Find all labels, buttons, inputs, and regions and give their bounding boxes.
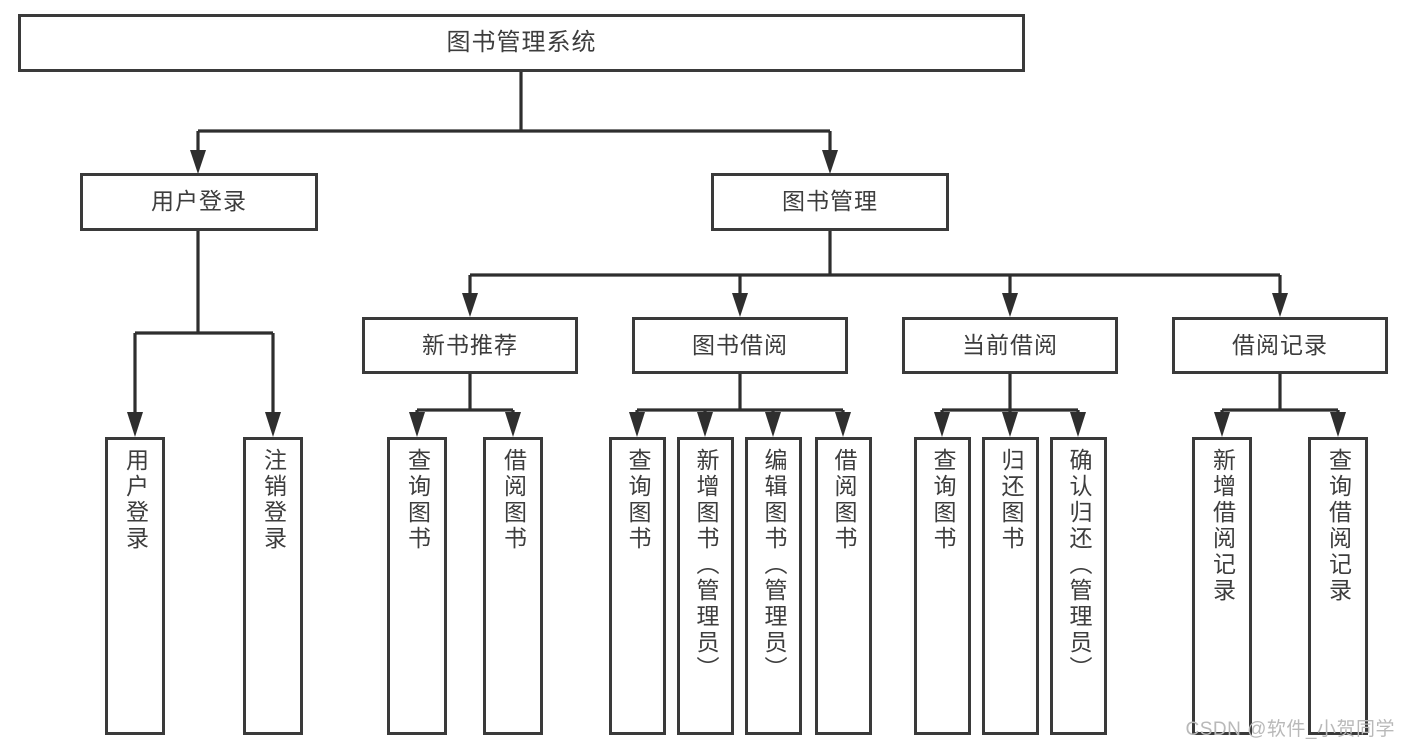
node-label: 借阅图书 [500, 448, 527, 552]
node-label: 图书借阅 [692, 331, 788, 358]
leaf-user-login[interactable]: 用户登录 [105, 437, 165, 735]
leaf-current-return-book[interactable]: 归还图书 [982, 437, 1039, 735]
node-label: 编辑图书（管理员） [761, 448, 787, 682]
node-label: 查询图书 [625, 448, 651, 552]
leaf-user-logout[interactable]: 注销登录 [243, 437, 303, 735]
node-current-borrow[interactable]: 当前借阅 [902, 317, 1118, 374]
leaf-record-add-record[interactable]: 新增借阅记录 [1192, 437, 1252, 735]
node-root-system[interactable]: 图书管理系统 [18, 14, 1025, 72]
node-borrow-record[interactable]: 借阅记录 [1172, 317, 1388, 374]
leaf-borrow-query-book[interactable]: 查询图书 [609, 437, 666, 735]
node-label: 查询图书 [930, 448, 956, 552]
node-label: 新书推荐 [422, 331, 518, 358]
node-label: 新增图书（管理员） [693, 448, 719, 682]
leaf-current-query-book[interactable]: 查询图书 [914, 437, 971, 735]
node-user-login[interactable]: 用户登录 [80, 173, 318, 231]
leaf-borrow-borrow-book[interactable]: 借阅图书 [815, 437, 872, 735]
node-label: 用户登录 [151, 188, 247, 215]
leaf-current-confirm-return-admin[interactable]: 确认归还（管理员） [1050, 437, 1107, 735]
leaf-borrow-edit-book-admin[interactable]: 编辑图书（管理员） [745, 437, 802, 735]
csdn-watermark: CSDN @软件_小贺同学 [1185, 719, 1395, 740]
node-label: 用户登录 [122, 448, 149, 552]
leaf-recommend-query-book[interactable]: 查询图书 [387, 437, 447, 735]
node-label: 注销登录 [260, 448, 287, 552]
node-label: 借阅记录 [1232, 331, 1328, 358]
node-book-management[interactable]: 图书管理 [711, 173, 949, 231]
node-book-borrow[interactable]: 图书借阅 [632, 317, 848, 374]
node-label: 查询借阅记录 [1325, 448, 1352, 604]
leaf-recommend-borrow-book[interactable]: 借阅图书 [483, 437, 543, 735]
leaf-record-query-record[interactable]: 查询借阅记录 [1308, 437, 1368, 735]
node-label: 借阅图书 [831, 448, 857, 552]
node-label: 图书管理系统 [446, 28, 597, 56]
node-new-book-recommend[interactable]: 新书推荐 [362, 317, 578, 374]
node-label: 当前借阅 [962, 331, 1058, 358]
leaf-borrow-add-book-admin[interactable]: 新增图书（管理员） [677, 437, 734, 735]
node-label: 查询图书 [404, 448, 431, 552]
node-label: 归还图书 [998, 448, 1024, 552]
node-label: 确认归还（管理员） [1066, 448, 1092, 682]
node-label: 新增借阅记录 [1209, 448, 1236, 604]
node-label: 图书管理 [782, 188, 878, 215]
